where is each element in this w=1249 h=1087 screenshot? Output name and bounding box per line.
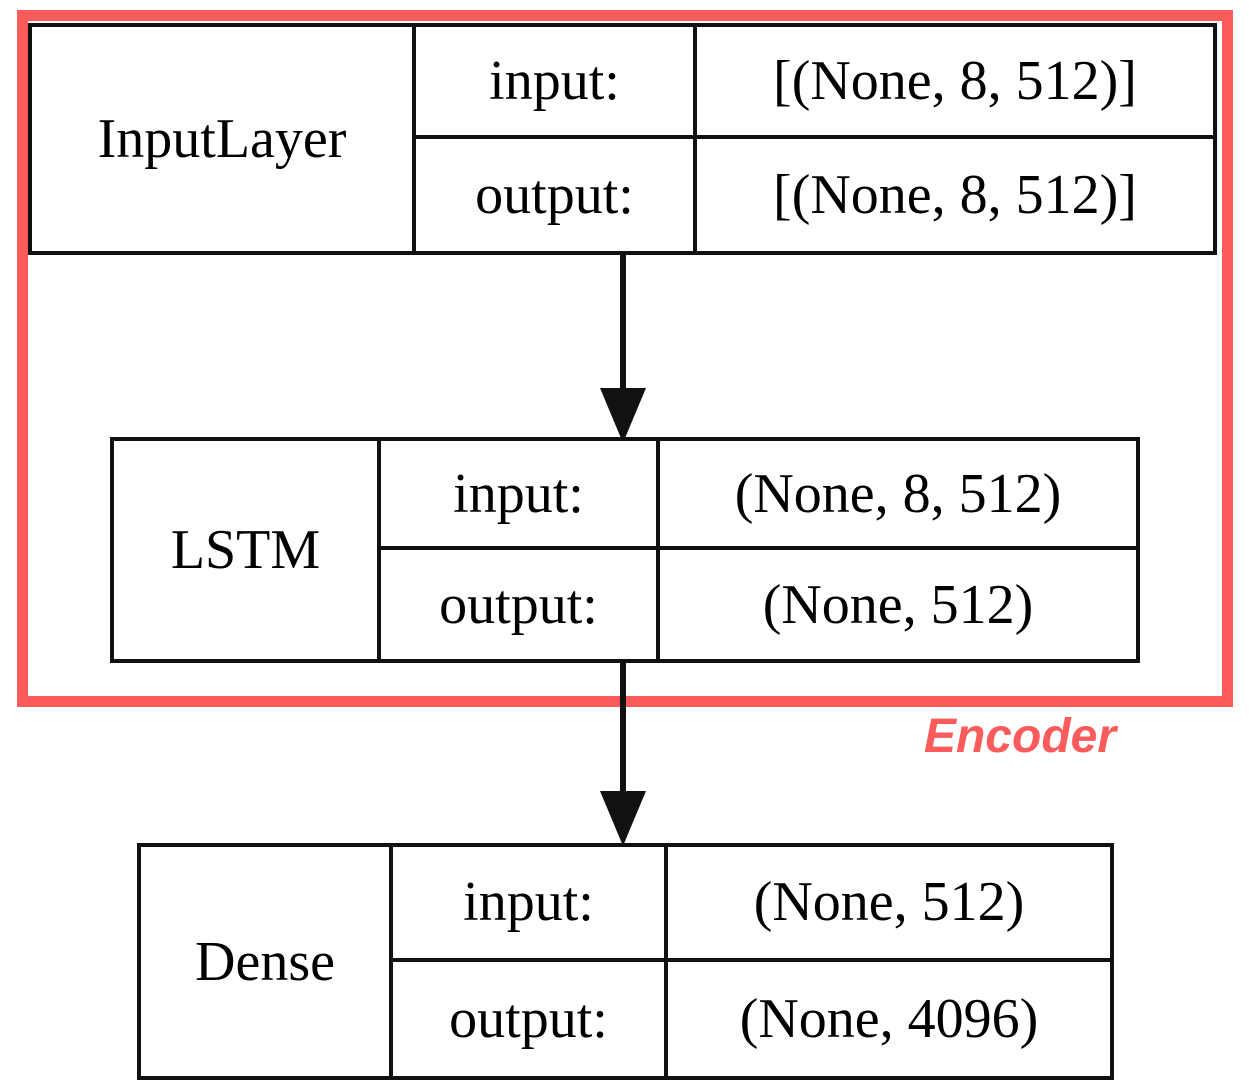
edge-lstm-to-dense-line (620, 661, 626, 797)
node-dense-output-shape: (None, 4096) (739, 987, 1039, 1050)
node-lstm-output-label: output: (381, 550, 660, 659)
node-dense-name: Dense (141, 847, 393, 1076)
arrowhead-down-icon (600, 791, 646, 846)
node-lstm-input-shape: (None, 8, 512) (660, 441, 1136, 550)
node-dense: Dense input: (None, 512) output: (None, … (137, 843, 1114, 1080)
node-inputlayer-input-shape: [(None, 8, 512)] (697, 27, 1213, 139)
node-inputlayer-input-label: input: (416, 27, 697, 139)
node-lstm-name: LSTM (114, 441, 381, 659)
node-lstm: LSTM input: (None, 8, 512) output: (None… (110, 437, 1140, 663)
node-lstm-input-label: input: (381, 441, 660, 550)
node-dense-input-shape: (None, 512) (668, 847, 1110, 962)
node-dense-input-label: input: (393, 847, 668, 962)
node-inputlayer-output-shape: [(None, 8, 512)] (773, 164, 1137, 226)
encoder-group-label: Encoder (923, 709, 1117, 763)
edge-inputlayer-to-lstm-line (620, 255, 626, 393)
node-inputlayer-output-label: output: (416, 139, 697, 251)
node-inputlayer: InputLayer input: [(None, 8, 512)] outpu… (28, 23, 1217, 255)
node-lstm-output-shape: (None, 512) (762, 573, 1034, 636)
arrowhead-down-icon (600, 388, 646, 443)
node-inputlayer-name: InputLayer (32, 27, 416, 251)
node-dense-output-label: output: (393, 961, 668, 1076)
